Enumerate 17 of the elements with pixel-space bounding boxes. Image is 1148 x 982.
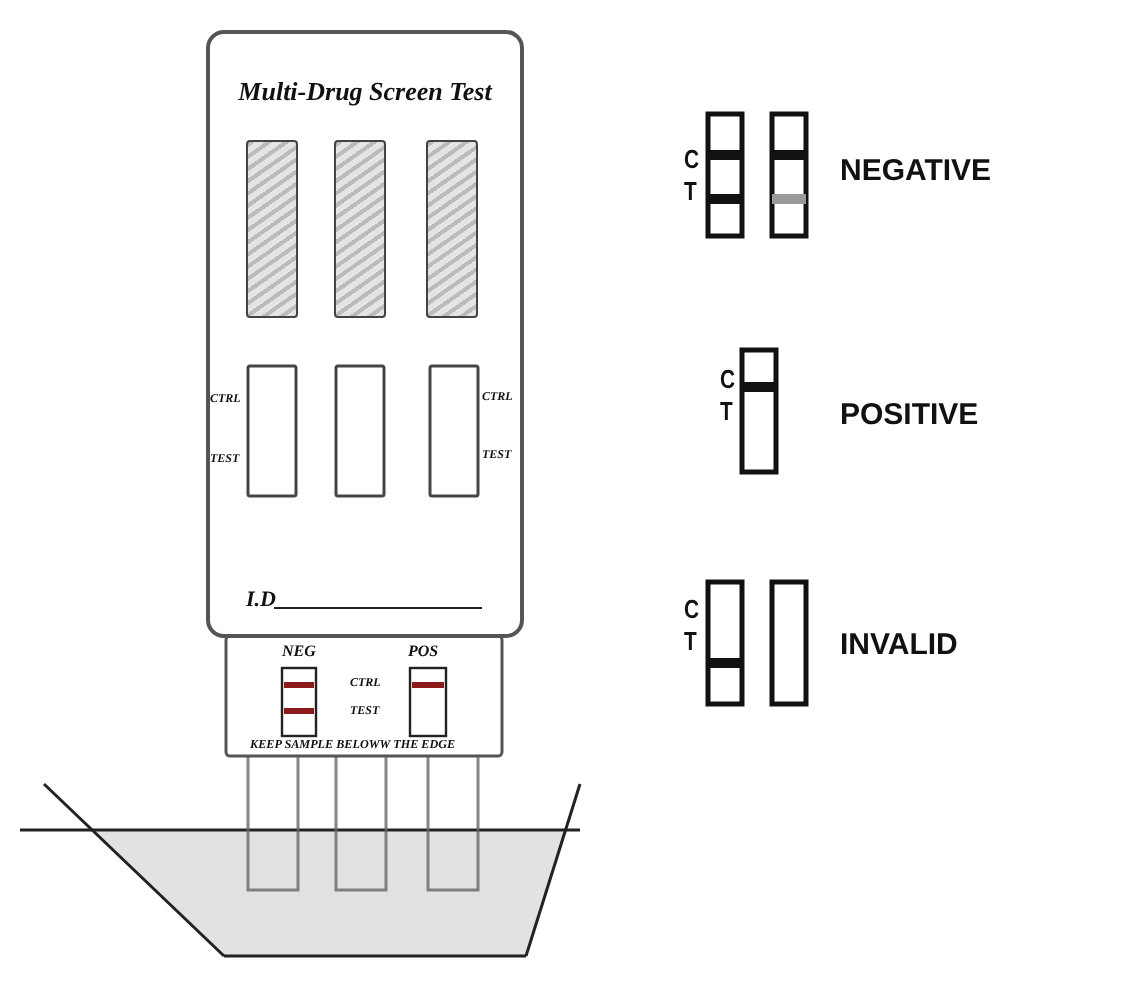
label-pad bbox=[426, 140, 478, 318]
test-line-label: T bbox=[684, 178, 697, 204]
test-cassette bbox=[206, 30, 524, 638]
test-line-label: T bbox=[684, 628, 697, 654]
label-pad bbox=[334, 140, 386, 318]
control-line-label: C bbox=[684, 596, 700, 622]
label-pad bbox=[246, 140, 298, 318]
result-label: NEGATIVE bbox=[840, 156, 992, 186]
result-label: INVALID bbox=[840, 630, 958, 660]
result-label: POS bbox=[408, 644, 439, 660]
result-label: POSITIVE bbox=[840, 400, 979, 430]
cassette-title: Multi-Drug Screen Test bbox=[236, 78, 495, 104]
id-label: I.D bbox=[246, 590, 276, 612]
control-line-label: C bbox=[720, 366, 736, 392]
control-line-label: C bbox=[684, 146, 700, 172]
result-label: NEG bbox=[282, 644, 316, 660]
test-line-label: T bbox=[720, 398, 733, 424]
